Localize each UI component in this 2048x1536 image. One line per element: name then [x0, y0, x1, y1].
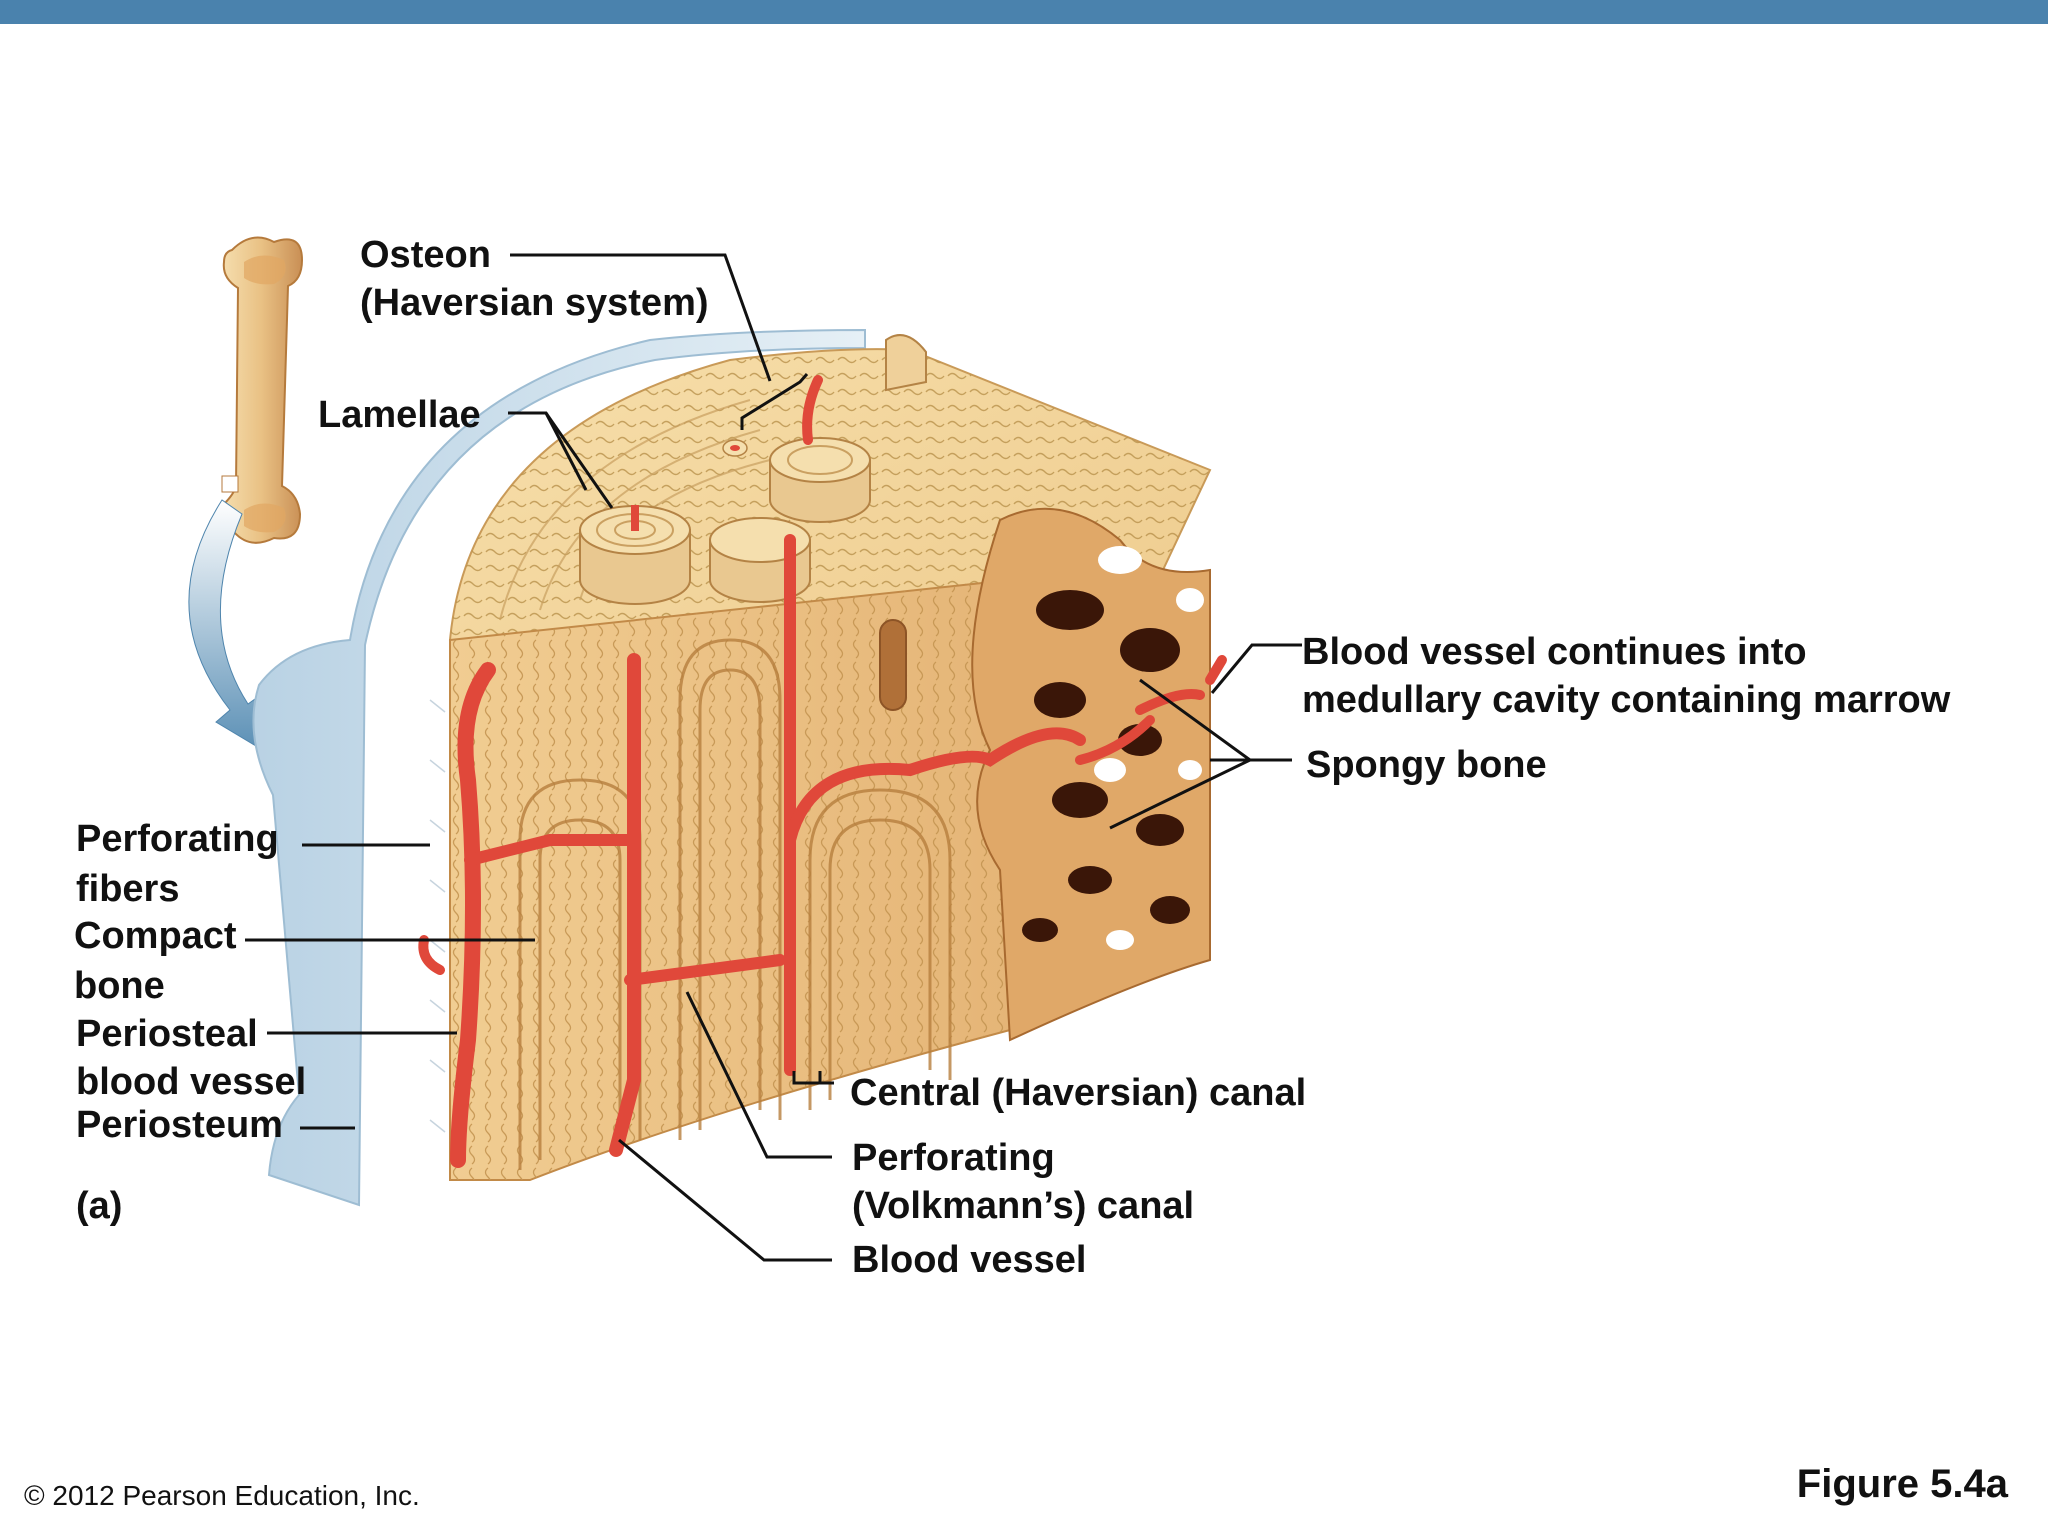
label-blood-vessel: Blood vessel	[852, 1239, 1087, 1281]
label-medullary-cavity: medullary cavity containing marrow	[1302, 679, 1951, 721]
header-bar	[0, 0, 2048, 24]
copyright-text: © 2012 Pearson Education, Inc.	[24, 1480, 420, 1511]
label-perforating-fibers-2: fibers	[76, 868, 180, 910]
leader-lines	[245, 253, 1302, 1262]
label-periosteum: Periosteum	[76, 1104, 283, 1146]
label-perforating-canal: Perforating	[852, 1137, 1055, 1179]
label-osteon-haversian: (Haversian system)	[360, 282, 709, 324]
periosteum-fibers	[429, 699, 446, 1133]
label-perforating-fibers: Perforating	[76, 818, 279, 860]
periosteum-layer	[252, 328, 866, 1207]
label-blood-vessel-continues: Blood vessel continues into	[1302, 631, 1807, 673]
figure-number: Figure 5.4a	[1796, 1462, 2008, 1506]
label-compact-bone: Compact	[74, 915, 237, 957]
label-osteon: Osteon	[360, 234, 491, 276]
blood-vessels	[418, 534, 1227, 1168]
label-periosteal-vessel: blood vessel	[76, 1061, 307, 1103]
label-central-canal: Central (Haversian) canal	[850, 1072, 1307, 1114]
spongy-bone-region	[971, 507, 1211, 1042]
label-spongy-bone: Spongy bone	[1306, 744, 1547, 786]
label-compact-bone-2: bone	[74, 965, 165, 1007]
label-volkmanns-canal: (Volkmann’s) canal	[852, 1185, 1195, 1227]
label-lamellae: Lamellae	[318, 394, 481, 436]
whole-bone-icon	[219, 236, 304, 544]
label-periosteal: Periosteal	[76, 1013, 258, 1055]
panel-label: (a)	[76, 1185, 123, 1227]
